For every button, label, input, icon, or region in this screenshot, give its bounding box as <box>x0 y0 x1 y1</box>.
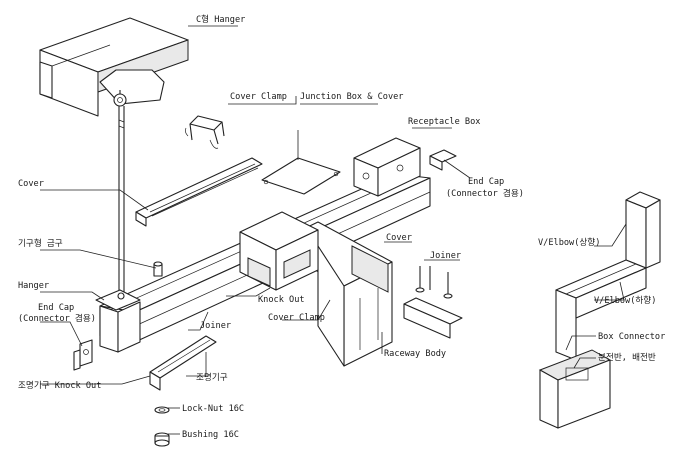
label-end-cap-right: End Cap <box>468 177 504 187</box>
lighting-fixture-part <box>149 335 217 391</box>
leader-lines <box>40 25 627 435</box>
cover-left-part <box>135 157 263 227</box>
label-v-elbow-down: V/Elbow(하향) <box>594 294 656 306</box>
joiner-right-part <box>403 266 463 339</box>
label-end-cap-left-note: (Connector 겸용) <box>18 312 96 324</box>
label-joiner-right: Joiner <box>430 251 461 261</box>
fixture-bracket-part <box>153 261 163 277</box>
label-raceway-body: Raceway Body <box>384 349 446 359</box>
end-cap-left-part <box>73 339 93 371</box>
label-hanger: Hanger <box>18 281 49 291</box>
label-lighting-fixture: 조명기구 <box>196 372 228 383</box>
cover-clamp-top-part <box>184 115 225 149</box>
label-box-connector: Box Connector <box>598 332 665 342</box>
label-bushing: Bushing 16C <box>182 430 239 440</box>
label-cover-right: Cover <box>386 233 412 243</box>
label-cover-left: Cover <box>18 179 44 189</box>
label-end-cap-left: End Cap <box>38 303 74 313</box>
hanger-part <box>95 289 141 353</box>
label-receptacle-box: Receptacle Box <box>408 117 480 127</box>
junction-tee-part <box>239 211 319 291</box>
label-end-cap-right-note: (Connector 겸용) <box>446 187 524 199</box>
lock-nut-part <box>154 406 170 414</box>
elbow-assembly-part <box>538 191 661 429</box>
label-junction-box: Junction Box & Cover <box>300 92 403 102</box>
label-lighting-knock-out: 조명기구 Knock Out <box>18 380 101 391</box>
label-distribution-panel: 분전반, 배전반 <box>598 352 656 363</box>
receptacle-box-part <box>353 137 421 197</box>
label-c-hanger: C형 Hanger <box>196 14 245 25</box>
junction-cover-part <box>261 130 341 195</box>
threaded-rod-part <box>118 106 125 302</box>
label-knock-out: Knock Out <box>258 295 305 305</box>
c-hanger-part <box>39 17 189 117</box>
label-fixture-bracket: 기구형 금구 <box>18 238 63 249</box>
label-v-elbow-up: V/Elbow(상향) <box>538 236 600 248</box>
labels: C형 Hanger Cover Clamp Junction Box & Cov… <box>18 14 665 440</box>
end-cap-right-part <box>429 149 457 171</box>
label-lock-nut: Lock-Nut 16C <box>182 404 244 414</box>
label-joiner-center: Joiner <box>200 321 231 331</box>
label-cover-clamp-bottom: Cover Clamp <box>268 313 325 323</box>
bushing-part <box>154 432 170 447</box>
label-cover-clamp-top: Cover Clamp <box>230 92 287 102</box>
